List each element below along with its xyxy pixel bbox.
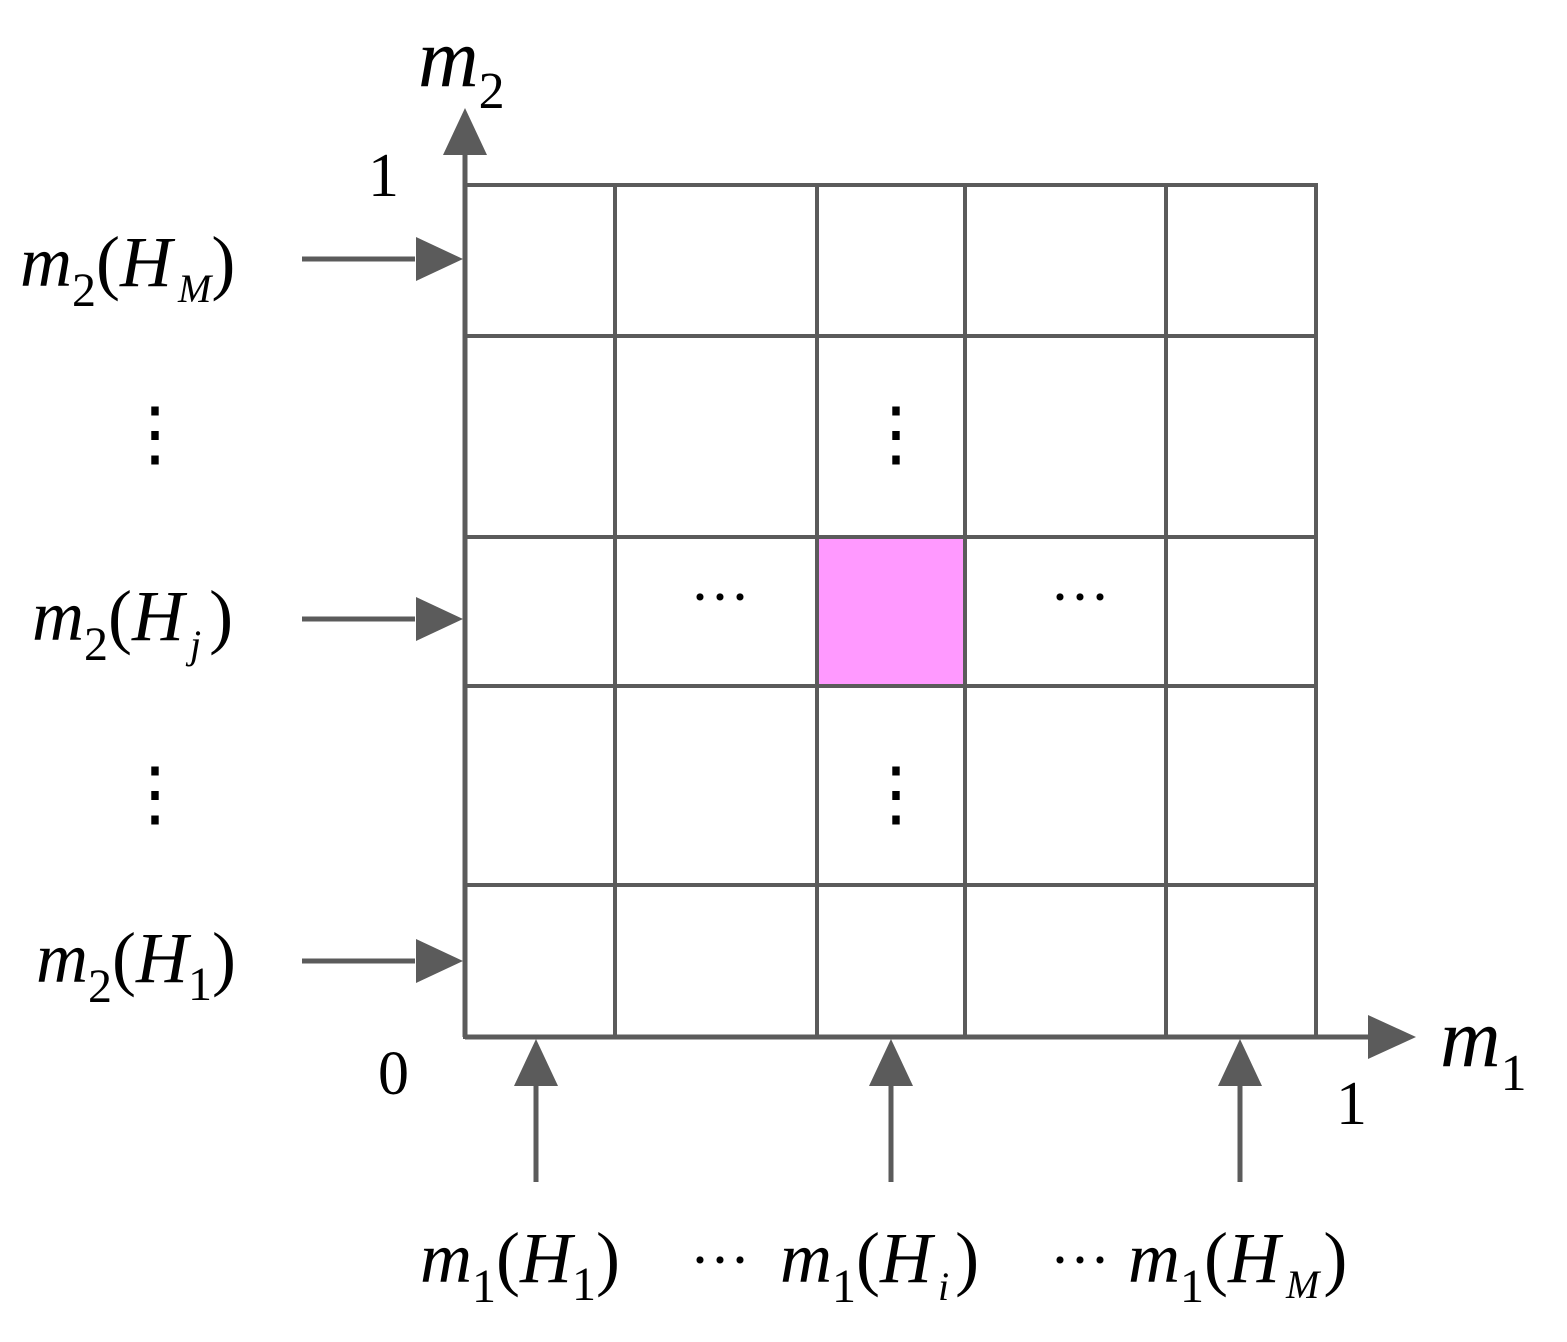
- grid-dots-lower: ⋮: [860, 754, 932, 834]
- left-label-m2-H1: m2(H1): [36, 918, 236, 1013]
- y-axis-arrowhead: [443, 108, 487, 155]
- y-axis-label: m2: [418, 12, 505, 120]
- grid-dots-upper: ⋮: [860, 394, 932, 474]
- arrowhead-m2-HM: [416, 237, 463, 281]
- bottom-label-m1-H1: m1(H1): [420, 1218, 620, 1313]
- highlighted-cell: [815, 535, 967, 688]
- left-dots-upper: ⋮: [119, 394, 191, 474]
- x-max-tick: 1: [1336, 1070, 1367, 1138]
- grid-dots-right: ···: [1050, 564, 1110, 630]
- origin-tick: 0: [378, 1040, 409, 1108]
- bottom-dots-right: ···: [1050, 1227, 1110, 1293]
- grid-dots-left: ···: [690, 564, 750, 630]
- arrowhead-m1-Hi: [869, 1039, 913, 1086]
- bottom-dots-left: ···: [690, 1227, 750, 1293]
- arrowhead-m2-H1: [416, 939, 463, 983]
- y-max-tick: 1: [368, 142, 399, 210]
- arrowhead-m1-H1: [514, 1039, 558, 1086]
- x-axis-label: m1: [1440, 992, 1527, 1102]
- arrowhead-m1-HM: [1218, 1039, 1262, 1086]
- x-axis-arrowhead: [1368, 1015, 1416, 1059]
- left-dots-lower: ⋮: [119, 754, 191, 834]
- arrowhead-m2-Hj: [416, 597, 463, 641]
